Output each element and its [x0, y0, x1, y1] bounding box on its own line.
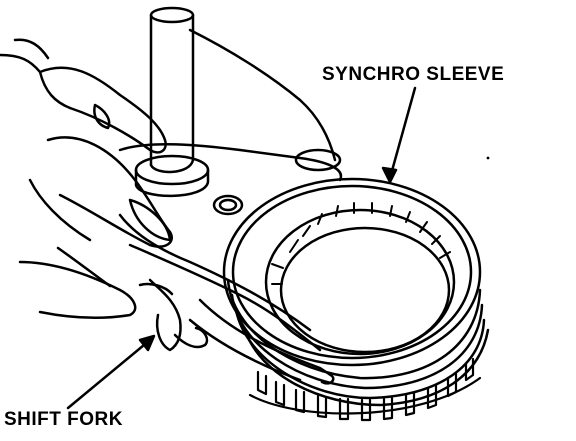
hand-drawing [0, 38, 173, 320]
shift-fork-label: SHIFT FORK [4, 409, 123, 430]
shift-fork-arrow [66, 338, 152, 410]
fork-body-drawing [118, 28, 343, 385]
callout-arrows [66, 86, 417, 410]
synchro-sleeve-drawing [222, 177, 490, 407]
shift-rod-drawing [134, 6, 210, 198]
synchro-sleeve-arrow [388, 86, 417, 180]
gear-teeth-drawing [248, 357, 482, 422]
synchro-sleeve-label: SYNCHRO SLEEVE [322, 64, 505, 85]
